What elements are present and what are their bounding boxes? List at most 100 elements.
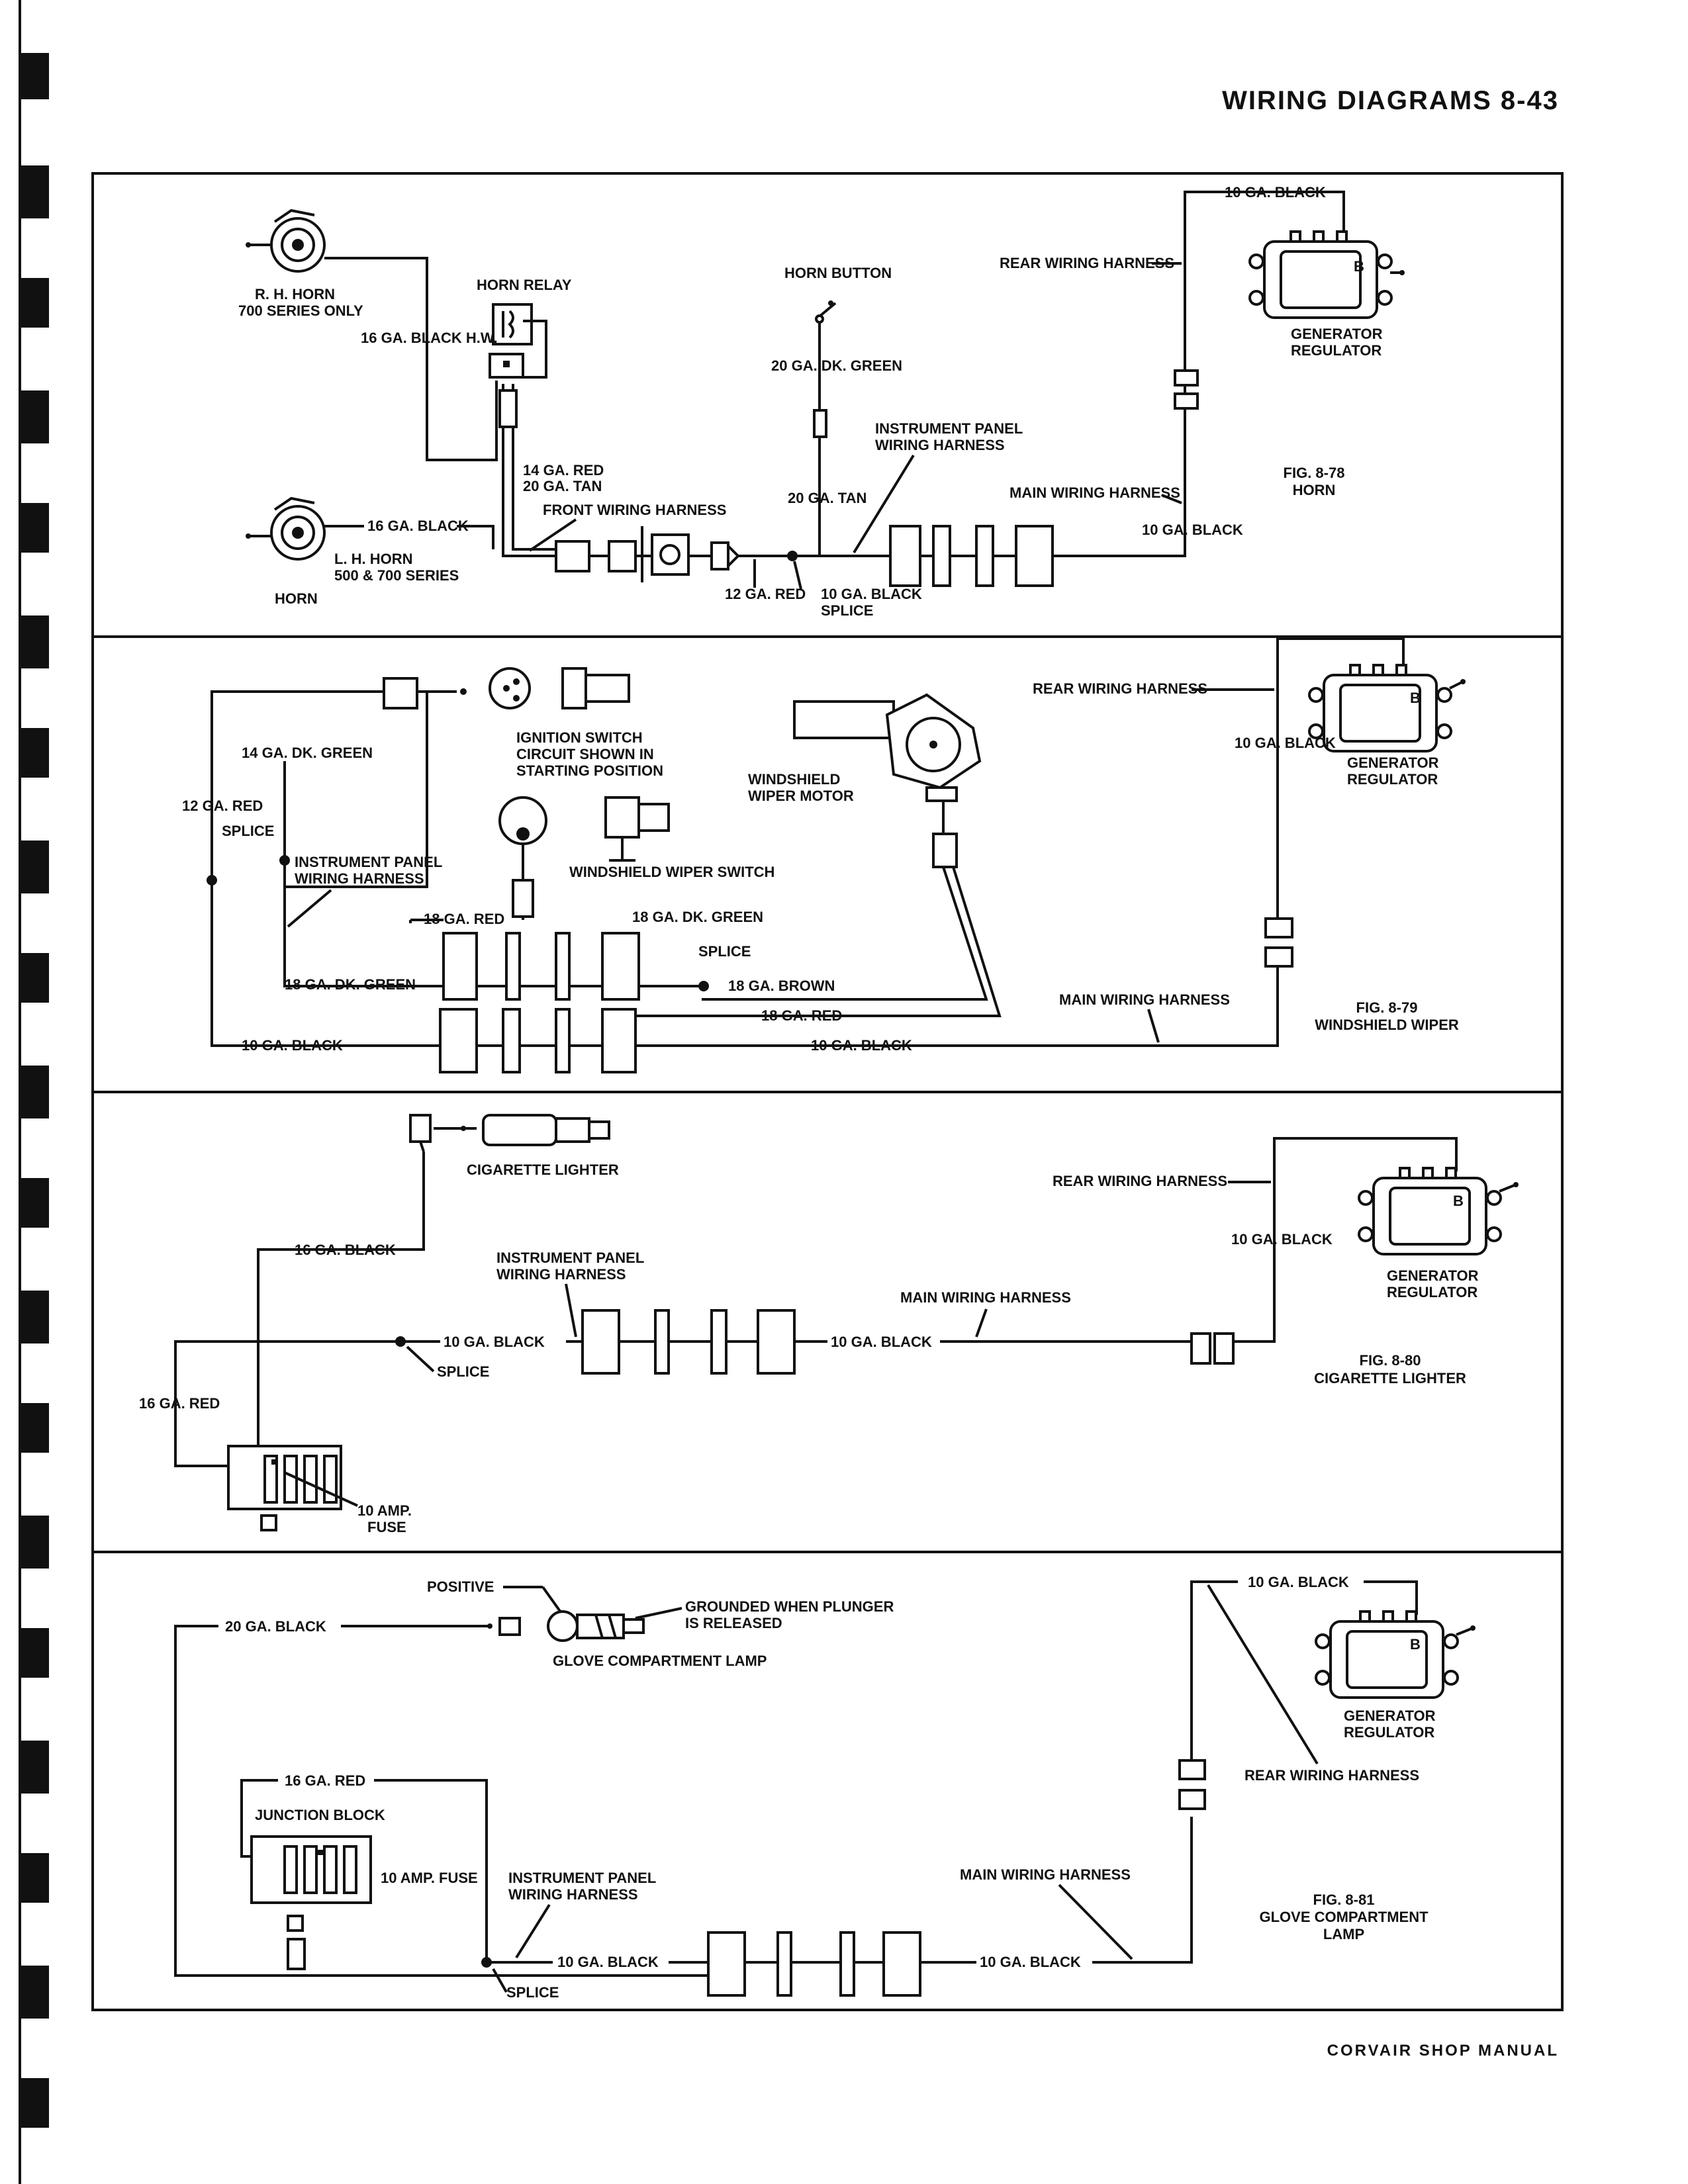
red-14-wire-label: 14 GA. RED xyxy=(523,462,604,478)
gen-reg-label: GENERATOR xyxy=(1387,1267,1479,1284)
glove-lamp-icon xyxy=(487,1610,645,1642)
horn-connectors xyxy=(555,525,1054,587)
b-terminal-label: B xyxy=(1410,690,1421,706)
gen-reg-label: GENERATOR xyxy=(1291,326,1383,342)
glove-harness-plug-2 xyxy=(1178,1789,1206,1810)
gen-reg-label-2: REGULATOR xyxy=(1387,1284,1477,1300)
rh-horn-icon xyxy=(246,208,326,273)
horn-relay-icon xyxy=(489,303,533,379)
black-10c-wire-label: 10 GA. BLACK xyxy=(1235,735,1336,751)
black-10a-wire-label: 10 GA. BLACK xyxy=(444,1334,545,1350)
black-16-wire-label: 16 GA. BLACK xyxy=(295,1242,396,1258)
wiper-harness-plug-1 xyxy=(1264,917,1293,938)
main-harness-label: MAIN WIRING HARNESS xyxy=(1059,991,1230,1008)
fuse-label: 10 AMP. xyxy=(357,1502,412,1519)
generator-regulator-icon xyxy=(1248,230,1405,319)
main-harness-label: MAIN WIRING HARNESS xyxy=(1009,484,1180,501)
lighter-harness-plug-1 xyxy=(1190,1332,1211,1365)
ip-harness-label-2: WIRING HARNESS xyxy=(496,1266,626,1283)
lh-horn-icon xyxy=(246,496,326,561)
fig-title: HORN xyxy=(1293,482,1336,498)
black-20-wire-label: 20 GA. BLACK xyxy=(225,1618,326,1635)
red-12-wire-label: 12 GA. RED xyxy=(182,797,263,814)
lh-horn-label: L. H. HORN xyxy=(334,551,413,567)
black-10b-wire-label: 10 GA. BLACK xyxy=(811,1037,912,1054)
black-16-wire-label: 16 GA. BLACK xyxy=(367,518,469,534)
rear-harness-label: REAR WIRING HARNESS xyxy=(1000,255,1174,271)
horn-button-label: HORN BUTTON xyxy=(784,265,892,281)
black-10a-wire-label: 10 GA. BLACK xyxy=(557,1954,659,1970)
b-terminal-label: B xyxy=(1354,258,1364,275)
ip-harness-label-2: WIRING HARNESS xyxy=(295,870,424,887)
splice-b-label: SPLICE xyxy=(698,943,751,960)
footer-text: CORVAIR SHOP MANUAL xyxy=(1327,2042,1559,2060)
wiper-harness-plug-2 xyxy=(1264,946,1293,968)
wiper-motor-label: WINDSHIELD xyxy=(748,771,840,788)
red-18b-wire-label: 18 GA. RED xyxy=(761,1007,842,1024)
grounded-label: GROUNDED WHEN PLUNGER xyxy=(685,1598,894,1615)
splice-label: SPLICE xyxy=(506,1984,559,2001)
wiper-motor-label-2: WIPER MOTOR xyxy=(748,788,854,804)
fig-number: FIG. 8-78 xyxy=(1284,465,1345,481)
cigarette-lighter-icon xyxy=(409,1114,610,1152)
fig-number: FIG. 8-79 xyxy=(1356,999,1418,1016)
positive-label: POSITIVE xyxy=(427,1578,494,1595)
horn-label: HORN xyxy=(275,590,318,607)
tan-20a-wire-label: 20 GA. TAN xyxy=(523,478,602,494)
splice-a-label: SPLICE xyxy=(222,823,274,839)
glove-connectors xyxy=(707,1931,921,1997)
front-wiring-harness-label: FRONT WIRING HARNESS xyxy=(543,502,726,518)
splice-label: SPLICE xyxy=(437,1363,489,1380)
rear-harness-label: REAR WIRING HARNESS xyxy=(1053,1173,1227,1189)
horn-harness-plug-1 xyxy=(1174,369,1199,387)
rh-horn-label: R. H. HORN xyxy=(255,286,335,302)
fig-title: WINDSHIELD WIPER xyxy=(1315,1017,1459,1033)
black-hw-wire-label: 16 GA. BLACK H.W. xyxy=(361,330,498,346)
junction-block-label: JUNCTION BLOCK xyxy=(255,1807,385,1823)
wiper-switch-icon xyxy=(498,796,670,862)
figure-windshield-wiper: IGNITION SWITCH CIRCUIT SHOWN IN STARTIN… xyxy=(182,637,1466,1073)
dk-green-18b-wire-label: 18 GA. DK. GREEN xyxy=(285,976,416,993)
cigarette-lighter-label: CIGARETTE LIGHTER xyxy=(467,1161,619,1178)
wiper-splice-dot-b xyxy=(279,855,290,866)
red-18-wire-label: 18 GA. RED xyxy=(424,911,504,927)
glove-harness-plug-1 xyxy=(1178,1759,1206,1780)
gen-reg-label: GENERATOR xyxy=(1344,1707,1436,1724)
ip-harness-label-2: WIRING HARNESS xyxy=(508,1886,638,1903)
black-10b-wire-label: 10 GA. BLACK xyxy=(1142,522,1243,538)
fig-number: FIG. 8-80 xyxy=(1360,1352,1421,1369)
red-16-wire-label: 16 GA. RED xyxy=(139,1395,220,1412)
black-10-top-wire-label: 10 GA. BLACK xyxy=(1225,184,1326,201)
black-10a-wire-label: 10 GA. BLACK xyxy=(821,586,922,602)
fuse-block-icon xyxy=(227,1445,342,1531)
horn-relay-label: HORN RELAY xyxy=(477,277,572,293)
ignition-switch-label-2: CIRCUIT SHOWN IN xyxy=(516,746,654,762)
main-harness-label: MAIN WIRING HARNESS xyxy=(960,1866,1131,1883)
gen-reg-label: GENERATOR xyxy=(1347,754,1439,771)
black-10-top-wire-label: 10 GA. BLACK xyxy=(1248,1574,1349,1590)
wiper-connectors xyxy=(439,932,640,1073)
ip-harness-label: INSTRUMENT PANEL xyxy=(875,420,1023,437)
red-12-wire-label: 12 GA. RED xyxy=(725,586,806,602)
horn-splice-dot xyxy=(787,551,798,561)
b-terminal-label: B xyxy=(1453,1193,1464,1209)
fig-title: CIGARETTE LIGHTER xyxy=(1314,1370,1466,1387)
wiper-switch-label: WINDSHIELD WIPER SWITCH xyxy=(569,864,774,880)
fig-number: FIG. 8-81 xyxy=(1313,1891,1375,1908)
figure-cigarette-lighter: CIGARETTE LIGHTER 16 GA. BLACK SPLICE 10… xyxy=(139,1114,1519,1535)
rear-harness-label: REAR WIRING HARNESS xyxy=(1033,680,1207,697)
black-10a-wire-label: 10 GA. BLACK xyxy=(242,1037,343,1054)
fuse-label-2: FUSE xyxy=(367,1519,406,1535)
b-terminal-label: B xyxy=(1410,1636,1421,1653)
ip-harness-label-2: WIRING HARNESS xyxy=(875,437,1005,453)
black-10b-wire-label: 10 GA. BLACK xyxy=(980,1954,1081,1970)
wiper-motor-icon xyxy=(793,693,982,802)
rear-harness-label: REAR WIRING HARNESS xyxy=(1244,1767,1419,1784)
black-10b-wire-label: 10 GA. BLACK xyxy=(831,1334,932,1350)
fig-title-2: LAMP xyxy=(1323,1926,1364,1942)
black-10c-wire-label: 10 GA. BLACK xyxy=(1231,1231,1333,1248)
generator-regulator-icon xyxy=(1315,1610,1476,1699)
generator-regulator-icon xyxy=(1358,1167,1519,1255)
ignition-switch-label-3: STARTING POSITION xyxy=(516,762,663,779)
